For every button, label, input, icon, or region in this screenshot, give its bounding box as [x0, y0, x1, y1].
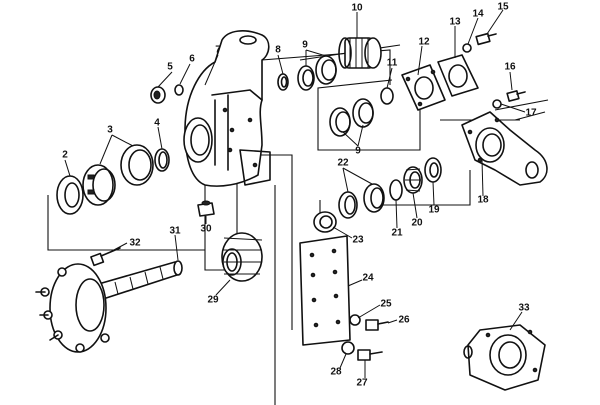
part-28-washer	[341, 341, 355, 355]
part-27-screw	[357, 349, 383, 361]
part-4-snap-ring	[154, 148, 170, 172]
callout-14: 14	[472, 9, 484, 20]
callout-7: 7	[215, 45, 221, 56]
callout-8: 8	[275, 45, 281, 56]
part-11-ring	[380, 87, 394, 105]
part-5-plug	[150, 86, 166, 104]
part-23-seal	[313, 211, 337, 233]
callout-5: 5	[167, 62, 173, 73]
callout-16: 16	[504, 62, 516, 73]
part-21-snap-ring	[389, 179, 403, 201]
callout-30: 30	[200, 224, 212, 235]
part-6-washer	[174, 84, 184, 96]
part-33-mount	[463, 324, 546, 391]
callout-31: 31	[169, 226, 181, 237]
part-8-washer	[277, 73, 289, 91]
callout-labels: 2 3 4 5 6 7 8 9 10 12 11 9 13 14 15 16 1…	[62, 2, 537, 389]
callout-32: 32	[129, 238, 141, 249]
callout-12: 12	[418, 37, 430, 48]
callout-9-upper: 9	[302, 40, 308, 51]
part-17-washer	[492, 99, 502, 109]
part-9-upper-bearing	[297, 55, 337, 91]
part-2-seal	[56, 175, 84, 215]
callout-17: 17	[525, 108, 537, 119]
part-12-cover	[401, 64, 446, 111]
callout-20: 20	[411, 218, 423, 229]
part-22-bearing	[338, 183, 385, 219]
callout-29: 29	[207, 295, 219, 306]
callout-2: 2	[62, 150, 68, 161]
callout-21: 21	[391, 228, 403, 239]
callout-9-lower: 9	[355, 146, 361, 157]
callout-11: 11	[387, 58, 398, 69]
callout-25: 25	[380, 299, 392, 310]
callout-3: 3	[107, 125, 113, 136]
callout-13: 13	[449, 17, 461, 28]
callout-10: 10	[351, 3, 363, 14]
part-30-fitting	[197, 200, 215, 217]
callout-4: 4	[154, 118, 160, 129]
part-29-gear	[221, 232, 263, 282]
callout-15: 15	[497, 2, 509, 13]
part-18-bracket	[461, 111, 548, 186]
part-20-gear	[403, 166, 423, 194]
callout-24: 24	[362, 273, 374, 284]
leader-lines	[64, 9, 526, 378]
part-13-gasket	[437, 54, 479, 97]
part-10-gear	[338, 37, 382, 69]
part-16-screw	[506, 90, 526, 102]
callout-28: 28	[330, 367, 342, 378]
part-3-bearing	[82, 144, 154, 206]
part-31-shaft	[94, 260, 183, 301]
part-15-screw	[475, 32, 497, 46]
part-7-housing	[183, 30, 271, 187]
part-24-plate	[299, 235, 351, 346]
callout-6: 6	[189, 54, 195, 65]
callout-18: 18	[477, 195, 489, 206]
part-25-washer	[349, 314, 361, 326]
part-9-lower-bearing	[329, 98, 374, 137]
part-19-seal	[424, 157, 442, 183]
callout-26: 26	[398, 315, 410, 326]
part-14-washer	[462, 43, 472, 53]
part-32-bolt	[90, 247, 121, 267]
callout-27: 27	[356, 378, 368, 389]
part-flange	[35, 263, 110, 353]
callout-22: 22	[337, 158, 349, 169]
callout-33: 33	[518, 303, 530, 314]
callout-19: 19	[428, 205, 440, 216]
part-26-screw	[365, 319, 389, 331]
callout-23: 23	[352, 235, 364, 246]
